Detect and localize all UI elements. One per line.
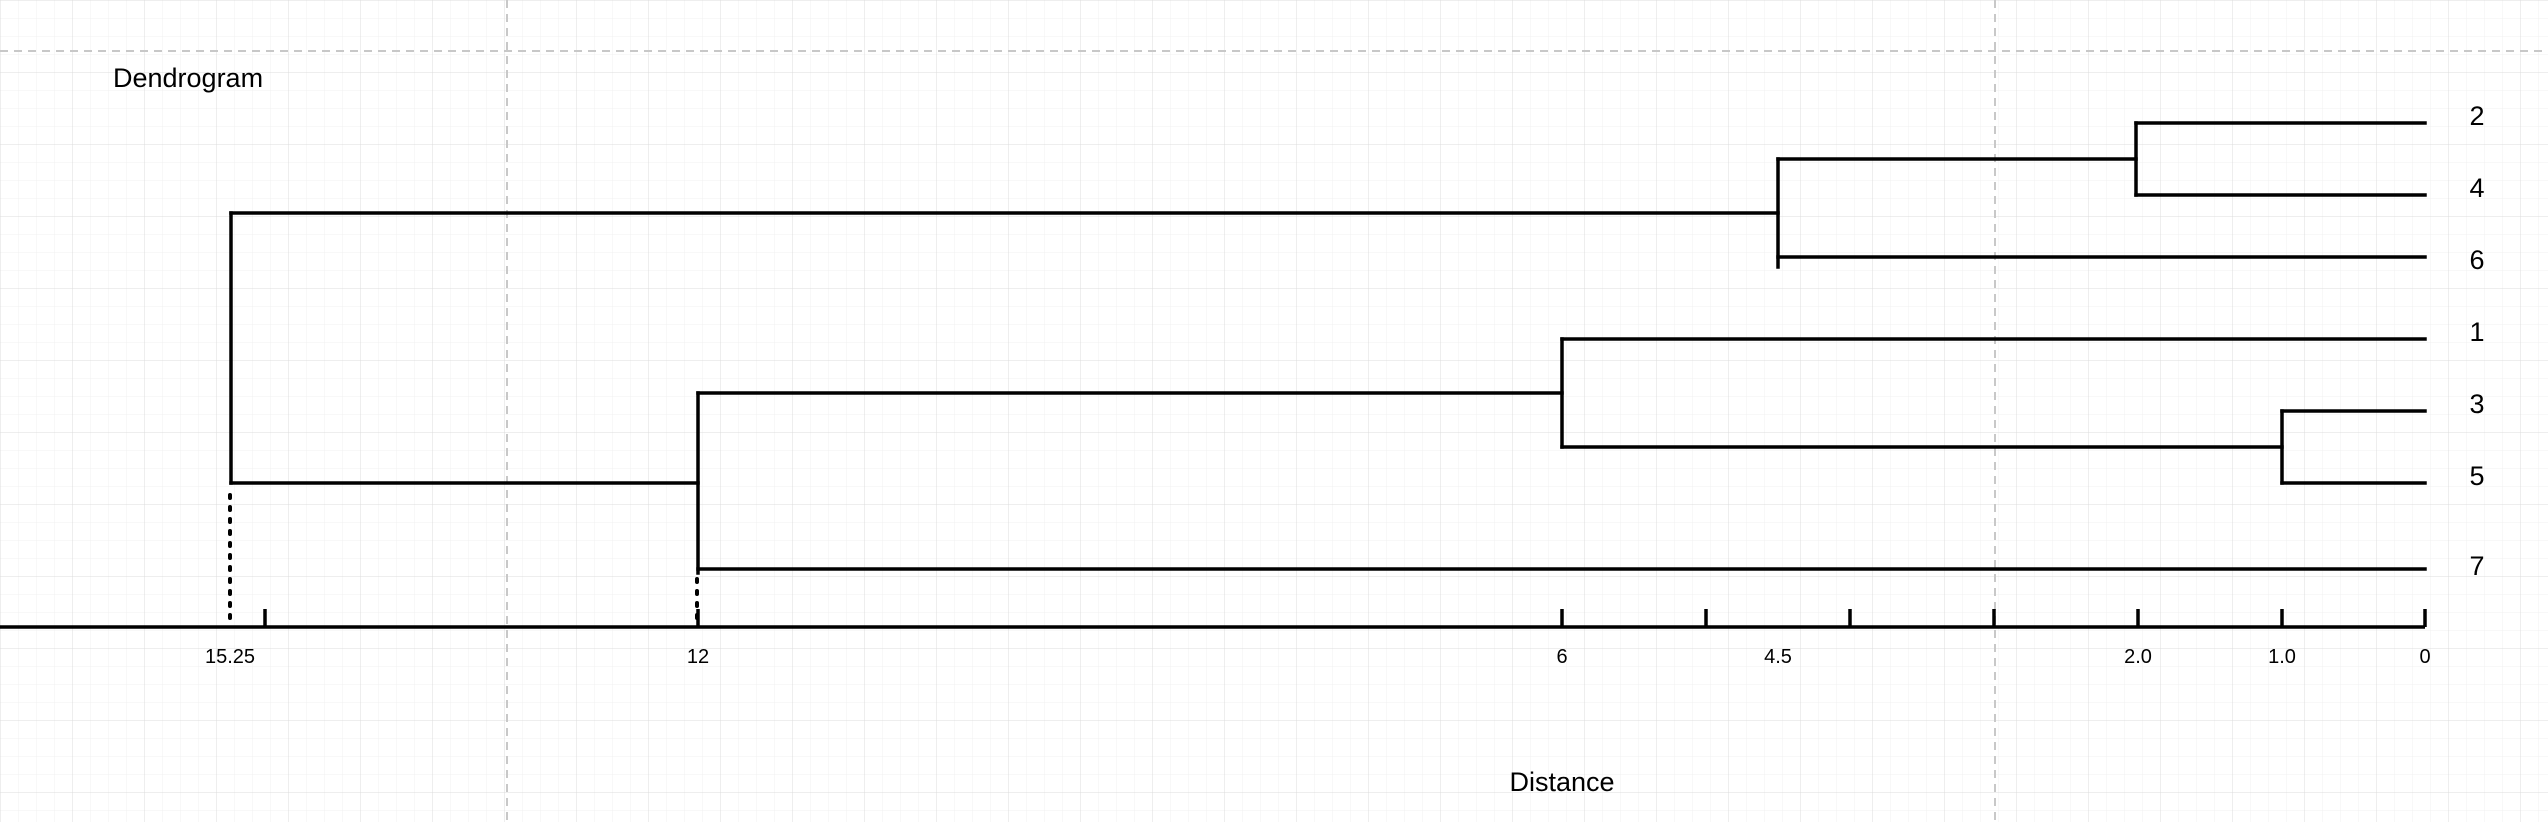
tick-label: 0 xyxy=(2419,646,2430,668)
page-title: Dendrogram xyxy=(113,63,263,93)
leaf-label: 2 xyxy=(2469,101,2484,131)
leaf-label: 4 xyxy=(2469,173,2484,203)
leaf-label: 1 xyxy=(2469,317,2484,347)
tick-label: 1.0 xyxy=(2268,646,2296,668)
tick-label: 2.0 xyxy=(2124,646,2152,668)
leaf-label: 5 xyxy=(2469,461,2484,491)
distance-axis xyxy=(0,609,2427,629)
dendrogram-branches xyxy=(229,121,2427,575)
tick-label: 6 xyxy=(1556,646,1567,668)
tick-label: 15.25 xyxy=(205,646,255,668)
axis-label: Distance xyxy=(1509,767,1614,797)
leaf-label: 3 xyxy=(2469,389,2484,419)
leaf-label: 7 xyxy=(2469,551,2484,581)
tick-label: 4.5 xyxy=(1764,646,1792,668)
tick-label: 12 xyxy=(687,646,709,668)
leaf-label: 6 xyxy=(2469,245,2484,275)
